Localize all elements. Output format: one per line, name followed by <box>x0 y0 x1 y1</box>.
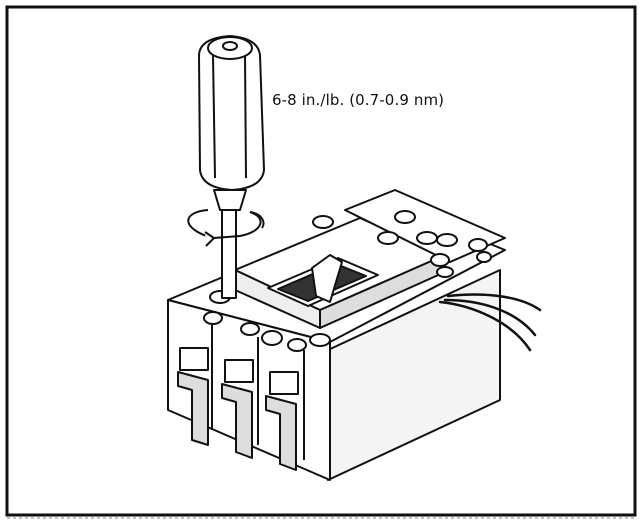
torque-specification-label: 6-8 in./lb. (0.7-0.9 nm) <box>272 91 445 109</box>
wires-icon <box>438 293 542 352</box>
screwdriver-icon <box>198 35 265 299</box>
rotation-arrow-icon <box>187 209 265 247</box>
